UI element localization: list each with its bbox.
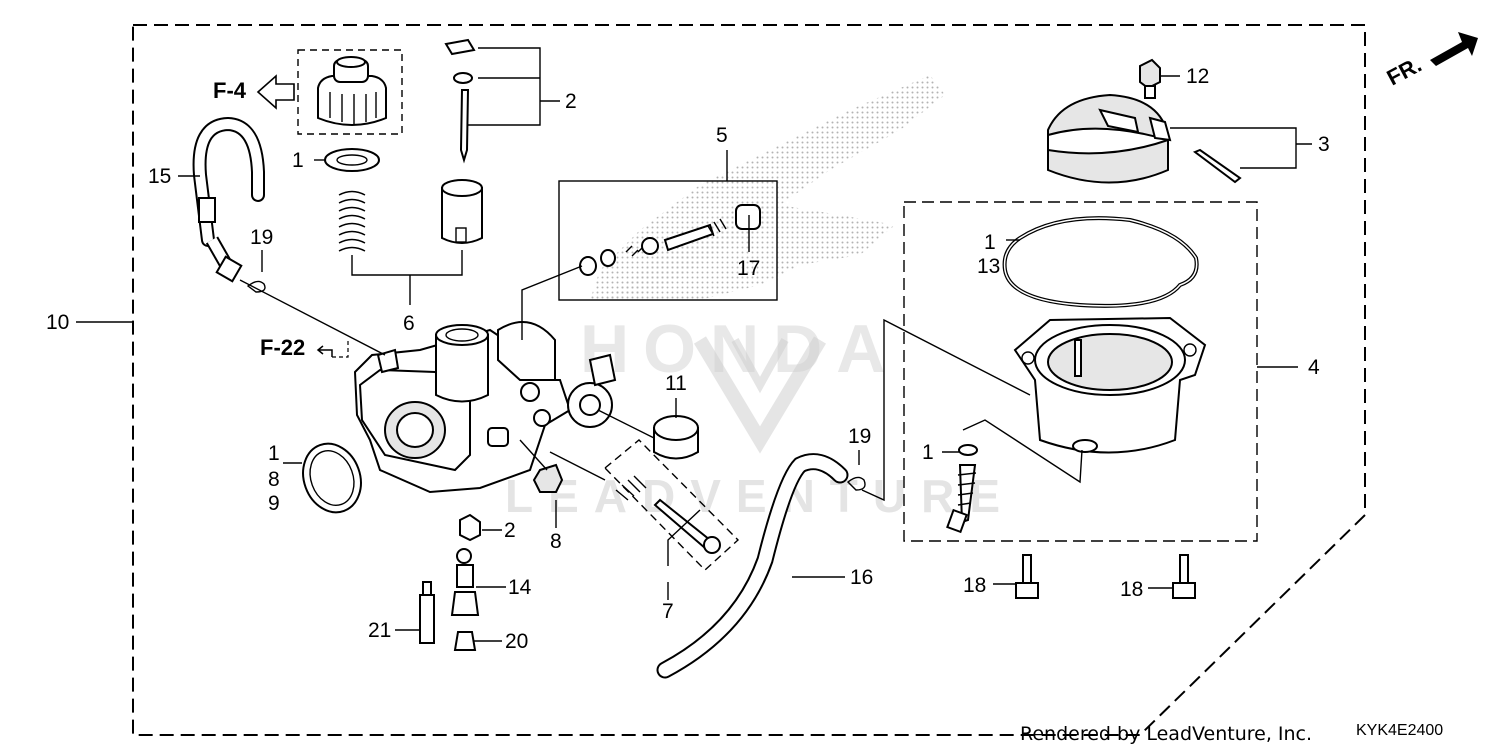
float-chamber-box [903,201,1258,542]
f4-reference: F-4 [213,74,295,110]
callout-1-washer: 1 [922,441,934,464]
top-cap-part [317,56,387,126]
pilot-screw-part [615,475,721,554]
front-label: FR. [1383,52,1426,91]
callout-6: 6 [403,312,415,335]
callout-13: 13 [977,255,1000,278]
chamber-cover-part [1047,93,1242,184]
callout-20: 20 [505,630,528,653]
f4-label: F-4 [213,78,247,103]
callout-numbers: 1 2 3 4 5 6 7 8 8 9 10 11 12 13 14 15 16… [46,65,1330,653]
hose-clip-part [246,280,266,293]
callout-1-oring: 1 [268,442,280,465]
throttle-spring-part [338,190,366,252]
bolt-part-right [1172,554,1196,599]
honda-watermark-text: HONDA [580,311,899,387]
hose-clip-part-right [846,476,866,491]
o-ring-part [302,442,362,514]
callout-1: 1 [292,149,304,172]
callout-18-right: 18 [1120,578,1143,601]
callout-18-left: 18 [963,574,986,597]
credit-text: Rendered by LeadVenture, Inc. [1020,723,1312,745]
honda-wing-watermark [590,75,945,300]
rubber-cap-part [653,415,699,460]
callout-21: 21 [368,619,391,642]
float-chamber-part [1013,316,1207,454]
callout-8-nut: 8 [550,530,562,553]
float-screw-part [946,464,977,534]
main-jet-part [419,513,481,651]
cap-kit-box [297,49,403,135]
f22-reference: F-22 [260,335,349,360]
f22-label: F-22 [260,335,305,360]
leader-lines [76,47,1312,642]
callout-17: 17 [737,257,760,280]
callout-10: 10 [46,311,69,334]
seal-ring-part [324,148,380,172]
callout-2-jet: 2 [504,519,516,542]
vent-hose-part [192,116,265,283]
callout-4: 4 [1308,356,1320,379]
callout-15: 15 [148,165,171,188]
carburetor-body-part [353,321,617,494]
callout-8-left: 8 [268,468,280,491]
callout-19-right: 19 [848,425,871,448]
callout-14: 14 [508,576,532,599]
front-direction-indicator: FR. [1383,32,1478,90]
callout-19-left: 19 [250,226,273,249]
callout-11: 11 [665,372,687,395]
callout-2: 2 [565,90,577,113]
front-arrow-icon [1430,32,1478,66]
screw-set-box [558,180,778,301]
drain-screw-part [1139,58,1161,99]
throttle-valve-part [441,179,483,244]
washer-part [958,444,978,456]
jet-needle-part [444,38,476,164]
air-screw-set-part [579,204,761,276]
callout-12: 12 [1186,65,1209,88]
diagram-code: KYK4E2400 [1356,722,1443,739]
nut-part [532,463,564,493]
bolt-part-left [1015,554,1039,599]
callout-7: 7 [662,600,674,623]
leadventure-watermark-logo [693,336,827,454]
leadventure-watermark-text: LEADVENTURE [505,470,1015,522]
callout-9: 9 [268,492,280,515]
callout-16: 16 [850,566,873,589]
callout-3: 3 [1318,133,1330,156]
callout-5: 5 [716,124,728,147]
callout-1-gasket: 1 [984,231,996,254]
assembly-frame [132,24,1366,736]
fuel-hose-part [656,453,849,679]
